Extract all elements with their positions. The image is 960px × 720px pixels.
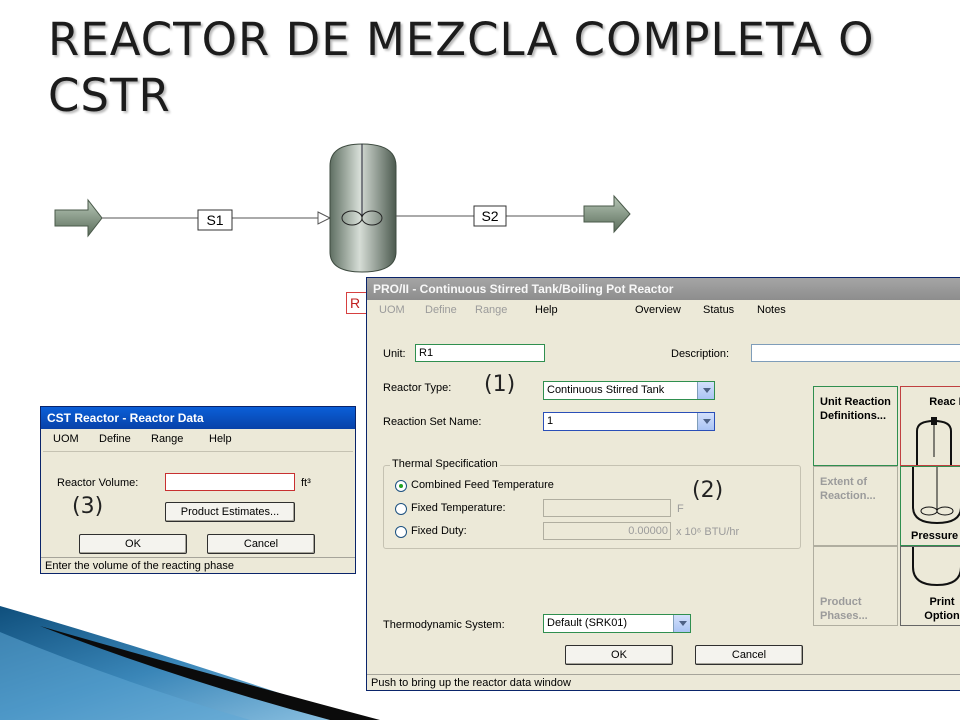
reactor-type-value: Continuous Stirred Tank — [547, 384, 665, 396]
tile-reactor-data[interactable]: Reac Da — [900, 386, 960, 466]
unit-input[interactable]: R1 — [415, 344, 545, 362]
cst-menu-uom[interactable]: UOM — [53, 433, 79, 445]
tile-print-options-label: Print Option — [924, 596, 960, 622]
decorative-swoosh — [0, 606, 380, 720]
description-input[interactable] — [751, 344, 960, 362]
menu-uom[interactable]: UOM — [379, 304, 405, 316]
callout-2: (2) — [692, 478, 724, 503]
menu-overview[interactable]: Overview — [635, 304, 681, 316]
thermal-spec-group: Thermal Specification — [383, 458, 801, 549]
reaction-set-select[interactable]: 1 — [543, 412, 715, 431]
stream-s2-box[interactable] — [473, 205, 507, 227]
tile-pressure[interactable]: Pressure — [900, 466, 960, 546]
reaction-set-value: 1 — [547, 415, 554, 427]
menu-help[interactable]: Help — [535, 304, 558, 316]
fixed-temperature-label: Fixed Temperature: — [411, 502, 506, 514]
tile-unit-reaction-definitions[interactable]: Unit Reaction Definitions... — [813, 386, 898, 466]
thermo-value: Default (SRK01) — [547, 617, 628, 629]
menu-define[interactable]: Define — [425, 304, 457, 316]
combined-feed-label: Combined Feed Temperature — [411, 479, 554, 491]
stream-s2-label: S2 — [481, 208, 499, 224]
menu-status[interactable]: Status — [703, 304, 735, 316]
cst-menu-define[interactable]: Define — [99, 433, 131, 445]
radio-fixed-temperature[interactable] — [395, 503, 407, 515]
pro2-menubar: UOM Define Range Help Overview Status No… — [367, 300, 960, 320]
radio-combined-feed[interactable] — [395, 480, 407, 492]
callout-3: (3) — [72, 494, 104, 519]
thermo-select[interactable]: Default (SRK01) — [543, 614, 691, 633]
pro2-ok-button[interactable]: OK — [565, 645, 673, 665]
pro2-cancel-button[interactable]: Cancel — [695, 645, 803, 665]
fixed-duty-unit: x 10⁶ BTU/hr — [676, 526, 740, 538]
pro2-statusbar: Push to bring up the reactor data window — [367, 674, 960, 690]
product-estimates-button[interactable]: Product Estimates... — [165, 502, 295, 522]
pro2-reactor-dialog: PRO/II - Continuous Stirred Tank/Boiling… — [366, 277, 960, 691]
fixed-duty-input[interactable]: 0.00000 — [543, 522, 671, 540]
reactor-vessel-icon — [916, 417, 952, 465]
reactor-volume-label: Reactor Volume: — [57, 477, 139, 489]
callout-1: (1) — [484, 372, 516, 397]
chevron-down-icon[interactable] — [697, 382, 714, 399]
menu-range[interactable]: Range — [475, 304, 508, 316]
cst-ok-button[interactable]: OK — [79, 534, 187, 554]
flowsheet-diagram — [54, 143, 631, 273]
tile-print-options[interactable]: Print Option — [900, 546, 960, 626]
stream-s1-label: S1 — [206, 212, 224, 228]
reactor-volume-input[interactable] — [165, 473, 295, 491]
slide-title: REACTOR DE MEZCLA COMPLETA O CSTR — [48, 13, 875, 122]
tile-product-phases[interactable]: Product Phases... — [813, 546, 898, 626]
menu-notes[interactable]: Notes — [757, 304, 786, 316]
fixed-duty-label: Fixed Duty: — [411, 525, 467, 537]
thermo-label: Thermodynamic System: — [383, 619, 505, 631]
unit-label: Unit: — [383, 348, 406, 360]
tile-extent-label: Extent of Reaction... — [820, 476, 876, 502]
tile-pressure-label: Pressure — [911, 530, 959, 542]
agitator-blade-right — [361, 210, 383, 226]
thermal-spec-title: Thermal Specification — [390, 458, 500, 470]
description-label: Description: — [671, 348, 730, 360]
tile-product-phases-label: Product Phases... — [820, 596, 868, 622]
tile-extent-of-reaction[interactable]: Extent of Reaction... — [813, 466, 898, 546]
cst-statusbar: Enter the volume of the reacting phase — [41, 557, 355, 573]
inlet-arrow-icon — [54, 198, 103, 238]
chevron-down-icon[interactable] — [697, 413, 714, 430]
reactor-type-label: Reactor Type: — [383, 382, 452, 394]
tile-reactor-data-label: Reac Da — [929, 396, 960, 408]
fixed-temperature-input[interactable] — [543, 499, 671, 517]
cst-menubar: UOM Define Range Help — [41, 429, 355, 449]
cst-menu-range[interactable]: Range — [151, 433, 184, 445]
cst-cancel-button[interactable]: Cancel — [207, 534, 315, 554]
reactor-vessel-icon[interactable] — [329, 143, 397, 273]
reactor-volume-unit: ft³ — [301, 477, 311, 489]
vessel-bottom-icon — [912, 547, 960, 587]
agitator-icon — [912, 467, 960, 525]
pro2-titlebar[interactable]: PRO/II - Continuous Stirred Tank/Boiling… — [367, 278, 960, 300]
outlet-arrow-icon — [583, 194, 631, 234]
cst-titlebar[interactable]: CST Reactor - Reactor Data — [41, 407, 355, 429]
radio-fixed-duty[interactable] — [395, 526, 407, 538]
unit-tag[interactable]: R — [346, 292, 368, 314]
fixed-temperature-unit: F — [677, 503, 684, 515]
cst-menu-help[interactable]: Help — [209, 433, 232, 445]
reactor-type-select[interactable]: Continuous Stirred Tank — [543, 381, 715, 400]
inlet-arrowhead-icon — [317, 211, 332, 225]
cst-reactor-dialog: CST Reactor - Reactor Data UOM Define Ra… — [40, 406, 356, 574]
chevron-down-icon[interactable] — [673, 615, 690, 632]
reaction-set-label: Reaction Set Name: — [383, 416, 482, 428]
tile-unit-reaction-label: Unit Reaction Definitions... — [820, 396, 891, 422]
stream-s1-box[interactable] — [197, 209, 233, 231]
